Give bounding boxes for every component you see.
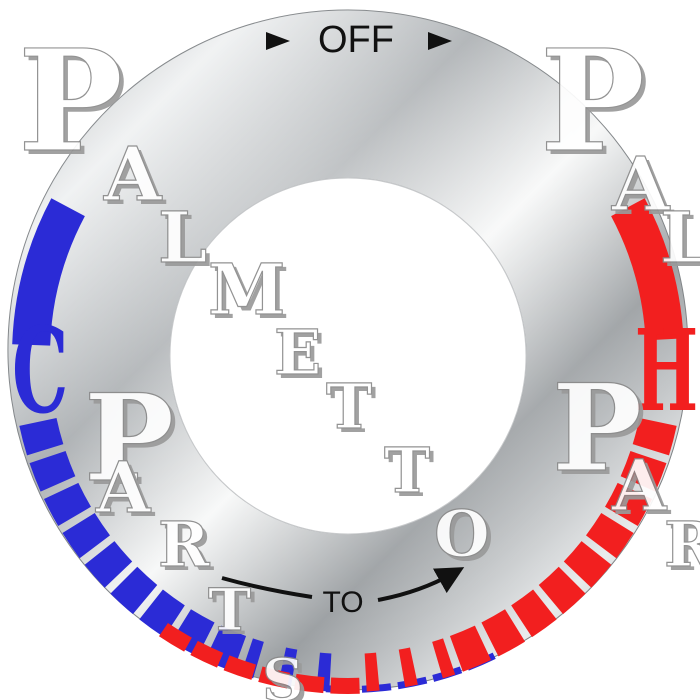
off-label: OFF [318,19,394,61]
cold-arc-band [12,198,85,346]
hot-segment [620,451,667,492]
svg-text:T: T [330,374,376,447]
hot-letter: H [635,304,698,436]
svg-text:M: M [208,248,286,331]
hot-segment [605,482,653,527]
svg-text:A: A [611,444,668,527]
hot-segment [258,666,290,689]
svg-text:L: L [158,196,207,279]
hot-segment [330,677,360,695]
cold-segment [84,541,133,588]
hot-arc-band [611,198,684,341]
svg-text:E: E [274,316,321,389]
svg-text:O: O [434,497,490,572]
svg-text:L: L [664,200,700,283]
svg-text:L: L [660,196,700,279]
svg-text:P: P [84,368,174,509]
hot-segment [511,589,557,638]
svg-text:L: L [162,200,211,283]
to-label: TO [322,586,363,619]
hot-segment [481,609,526,657]
svg-text:R: R [664,508,700,581]
svg-text:T: T [384,434,430,507]
hot-segment [585,513,634,559]
cold-segment [43,482,91,527]
cold-segment [110,566,158,615]
to-arrow-right-curve [377,567,465,602]
hot-segment [293,673,325,694]
svg-text:T: T [212,580,255,648]
hot-segment [432,638,456,679]
hot-arc [611,198,684,341]
to-arrow-left-curve [221,576,313,599]
hot-segment [190,640,224,668]
svg-text:A: A [103,132,163,218]
svg-text:A: A [95,446,152,529]
off-left-triangle-icon [266,32,290,50]
svg-text:E: E [278,320,325,393]
svg-text:A: A [615,146,675,232]
svg-text:R: R [668,512,700,585]
svg-text:P: P [544,24,649,188]
svg-text:S: S [262,646,304,700]
svg-text:P: P [88,372,178,513]
svg-text:A: A [615,448,672,531]
hot-scale-segments [158,417,677,695]
hot-segment [449,625,492,672]
svg-text:R: R [162,512,214,585]
cold-segment [62,513,111,559]
cold-letter: C [12,302,68,440]
svg-text:T: T [326,370,372,443]
svg-text:T: T [208,576,251,644]
svg-text:M: M [212,252,290,335]
svg-text:P: P [18,20,123,184]
svg-text:A: A [611,142,671,228]
cold-scale-segments [19,417,496,693]
svg-text:P: P [540,20,645,184]
hot-segment [632,417,677,456]
hot-segment [158,622,192,652]
off-right-triangle-icon [428,32,452,50]
svg-text:R: R [158,508,210,581]
svg-text:P: P [556,362,646,503]
hot-segment [563,541,612,588]
svg-text:A: A [99,450,156,533]
svg-text:P: P [22,24,127,188]
svg-text:S: S [266,650,308,700]
svg-text:P: P [552,358,642,499]
cold-arc [12,198,85,346]
svg-text:T: T [388,438,434,511]
cold-segment [139,589,185,638]
cold-segment [29,451,76,492]
hot-segment [223,655,257,680]
hot-segment [538,566,586,615]
hot-segment [364,652,380,692]
center-hole [169,177,527,535]
hot-segment [398,647,418,688]
svg-text:O: O [438,501,494,576]
cold-segment [19,417,64,456]
svg-text:A: A [107,136,167,222]
